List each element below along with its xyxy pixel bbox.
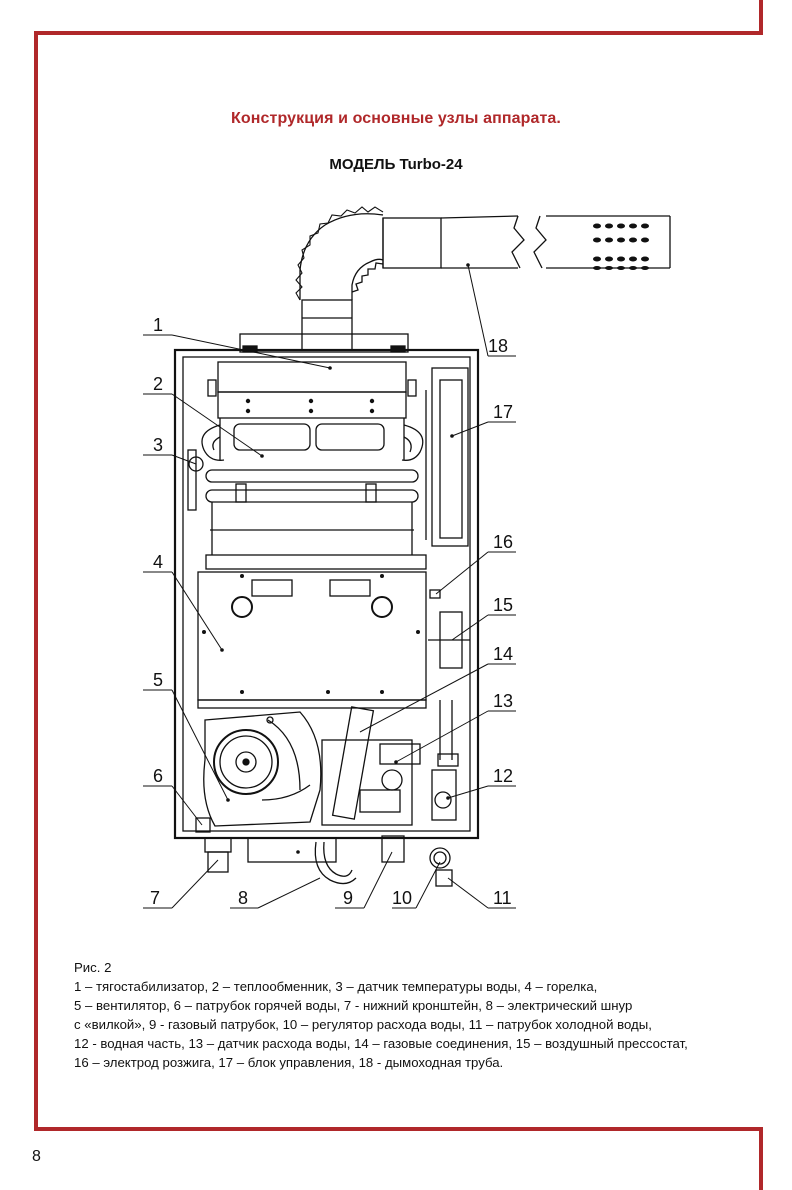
flue-pipe bbox=[295, 206, 671, 351]
callout-12: 12 bbox=[493, 766, 513, 786]
frame-bottom-tick bbox=[759, 1127, 763, 1190]
leader-lines bbox=[143, 263, 516, 909]
caption-line: 16 – электрод розжига, 17 – блок управле… bbox=[74, 1055, 504, 1070]
fan bbox=[203, 711, 322, 827]
heat-exchanger bbox=[201, 361, 427, 570]
callout-4: 4 bbox=[153, 552, 163, 572]
gas-valve bbox=[321, 589, 470, 863]
burner bbox=[197, 571, 427, 709]
control-block bbox=[425, 367, 469, 547]
callout-3: 3 bbox=[153, 435, 163, 455]
callout-5: 5 bbox=[153, 670, 163, 690]
boiler-casing bbox=[173, 333, 480, 840]
frame-top-line bbox=[34, 31, 763, 35]
figure-label: Рис. 2 bbox=[74, 960, 112, 975]
callout-17: 17 bbox=[493, 402, 513, 422]
page-number: 8 bbox=[32, 1148, 41, 1165]
figure-caption: Рис. 2 1 – тягостабилизатор, 2 – теплооб… bbox=[74, 958, 764, 1072]
caption-line: 1 – тягостабилизатор, 2 – теплообменник,… bbox=[74, 979, 598, 994]
caption-line: 12 - водная часть, 13 – датчик расхода в… bbox=[74, 1036, 688, 1051]
frame-bottom-line bbox=[34, 1127, 763, 1131]
callout-8: 8 bbox=[238, 888, 248, 908]
frame-left-line bbox=[34, 31, 38, 1131]
callout-1: 1 bbox=[153, 315, 163, 335]
caption-line: с «вилкой», 9 - газовый патрубок, 10 – р… bbox=[74, 1017, 652, 1032]
callout-2: 2 bbox=[153, 374, 163, 394]
callout-11: 11 bbox=[493, 888, 512, 908]
callout-6: 6 bbox=[153, 766, 163, 786]
boiler-diagram: 1 2 3 4 5 6 7 8 9 10 11 12 13 14 15 16 1… bbox=[143, 206, 671, 909]
page-title: Конструкция и основные узлы аппарата. bbox=[231, 110, 561, 127]
callout-15: 15 bbox=[493, 595, 513, 615]
callout-10: 10 bbox=[392, 888, 412, 908]
callout-9: 9 bbox=[343, 888, 353, 908]
caption-line: 5 – вентилятор, 6 – патрубок горячей вод… bbox=[74, 998, 633, 1013]
callout-7: 7 bbox=[150, 888, 160, 908]
frame-top-tick bbox=[759, 0, 763, 35]
callout-13: 13 bbox=[493, 691, 513, 711]
callout-16: 16 bbox=[493, 532, 513, 552]
callout-18: 18 bbox=[488, 336, 508, 356]
bottom-fittings bbox=[187, 449, 453, 887]
callout-14: 14 bbox=[493, 644, 513, 664]
model-name: МОДЕЛЬ Turbo-24 bbox=[329, 156, 463, 173]
